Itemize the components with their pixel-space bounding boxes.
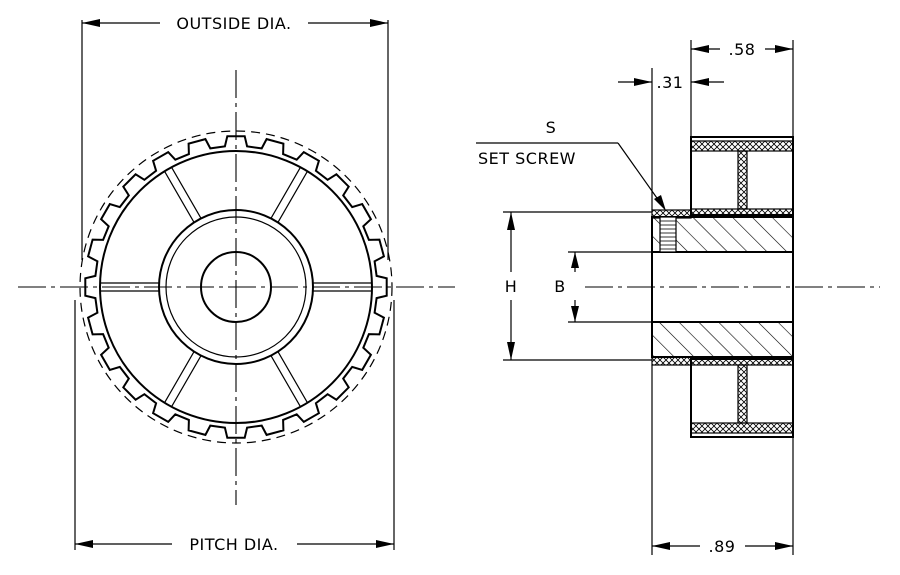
- hub-section-bottom: [651, 321, 794, 358]
- arrow-head: [571, 306, 579, 322]
- spoke-line: [277, 170, 309, 223]
- spoke-line: [163, 170, 195, 223]
- arrow-head: [775, 542, 793, 550]
- arrow-head: [507, 212, 515, 230]
- outside-diameter-circle: [79, 130, 393, 444]
- bore-circle: [200, 251, 272, 323]
- pitch-dia-label: PITCH DIA.: [189, 535, 278, 554]
- dim-58-label: .58: [729, 40, 756, 59]
- hub-inner-circle: [165, 216, 307, 358]
- arrow-head: [571, 252, 579, 268]
- root-circle: [99, 150, 373, 424]
- arrow-head: [654, 195, 666, 211]
- bottom-tooth-band: [690, 422, 794, 434]
- arrow-head: [652, 542, 670, 550]
- section-view: H B .58 .31 .89 S SET SCREW: [476, 40, 880, 556]
- gear-teeth-outline: [84, 135, 388, 439]
- top-hub-band: [690, 208, 794, 218]
- hub-bottom-lip: [651, 356, 692, 366]
- dim-89-label: .89: [709, 537, 736, 556]
- s-label: S: [546, 118, 557, 137]
- set-screw-leader: [617, 142, 665, 209]
- outside-dia-label: OUTSIDE DIA.: [176, 14, 291, 33]
- h-label: H: [505, 277, 518, 296]
- spoke-line: [277, 351, 309, 404]
- spoke-line: [163, 351, 195, 404]
- spokes: [100, 166, 372, 408]
- top-web: [737, 150, 748, 210]
- arrow-head: [82, 19, 100, 27]
- front-view: OUTSIDE DIA. PITCH DIA.: [18, 14, 455, 554]
- spoke-line: [270, 166, 302, 219]
- bottom-hub-band: [690, 356, 794, 366]
- arrow-head: [507, 342, 515, 360]
- dim-31-label: .31: [657, 73, 684, 92]
- b-label: B: [554, 277, 565, 296]
- spoke-line: [270, 355, 302, 408]
- set-screw-label: SET SCREW: [478, 149, 576, 168]
- arrow-head: [691, 78, 709, 86]
- arrow-head: [370, 19, 388, 27]
- spoke-line: [170, 166, 202, 219]
- set-screw: [659, 216, 677, 253]
- arrow-head: [691, 45, 709, 53]
- bottom-web: [737, 364, 748, 424]
- arrow-head: [376, 540, 394, 548]
- arrow-head: [775, 45, 793, 53]
- arrow-head: [75, 540, 93, 548]
- spoke-line: [170, 355, 202, 408]
- arrow-head: [634, 78, 652, 86]
- hub-outer-circle: [158, 209, 314, 365]
- set-screw-threads: [660, 220, 676, 250]
- top-tooth-band: [690, 140, 794, 152]
